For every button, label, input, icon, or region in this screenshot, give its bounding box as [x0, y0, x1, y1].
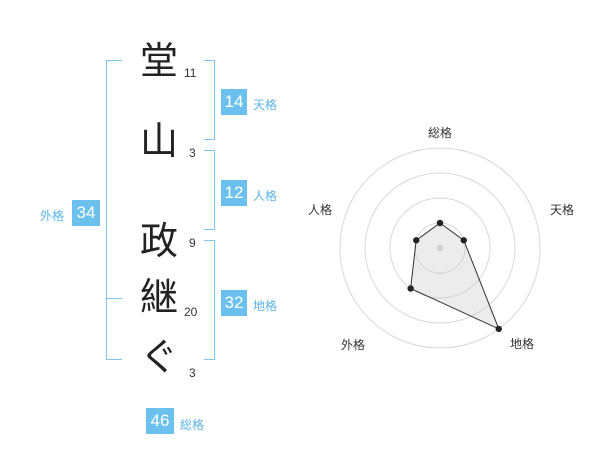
stroke-count-1: 11 [184, 66, 197, 80]
chikaku-label: 地格 [253, 299, 278, 313]
radar-axis-label-chikaku: 地格 [510, 337, 535, 351]
stroke-count-3: 9 [189, 236, 196, 250]
jinkaku-label: 人格 [253, 189, 278, 203]
radar-ring-2 [389, 197, 491, 299]
radar-point-1 [436, 219, 444, 227]
radar-ring-4 [339, 147, 541, 349]
stroke-count-4: 20 [184, 305, 198, 319]
gaikaku-label: 外格 [40, 209, 65, 223]
gaikaku-bracket-tick [106, 298, 122, 299]
tenkaku-value: 14 [221, 89, 247, 115]
radar-axis-label-tenkaku: 天格 [550, 203, 575, 217]
stroke-count-5: 3 [189, 366, 196, 380]
radar-axis-label-jinkaku: 人格 [308, 203, 333, 217]
soukaku-value: 46 [146, 408, 174, 434]
radar-series-polygon [410, 222, 500, 330]
jinkaku-bracket [204, 150, 215, 230]
radar-axis-label-soukaku: 総格 [428, 126, 453, 140]
radar-point-3 [495, 325, 502, 333]
radar-axis-label-gaikaku: 外格 [341, 338, 366, 352]
radar-point-5 [413, 237, 420, 244]
radar-center-dot [437, 245, 443, 251]
tenkaku-label: 天格 [253, 98, 278, 112]
soukaku-label: 総格 [180, 418, 205, 432]
chikaku-bracket [204, 240, 215, 360]
tenkaku-bracket [204, 60, 215, 140]
radar-ring-3 [364, 172, 516, 324]
name-char-5: ぐ [140, 335, 179, 379]
radar-point-4 [407, 285, 414, 292]
stroke-count-2: 3 [189, 146, 196, 160]
name-char-2: 山 [140, 119, 179, 163]
jinkaku-value: 12 [221, 180, 247, 206]
gaikaku-value: 34 [72, 200, 100, 226]
gaikaku-bracket [106, 60, 122, 360]
chikaku-value: 32 [221, 290, 247, 316]
name-char-4: 継 [140, 275, 179, 319]
radar-point-2 [460, 237, 467, 244]
name-char-3: 政 [140, 219, 179, 263]
name-char-1: 堂 [140, 39, 179, 83]
